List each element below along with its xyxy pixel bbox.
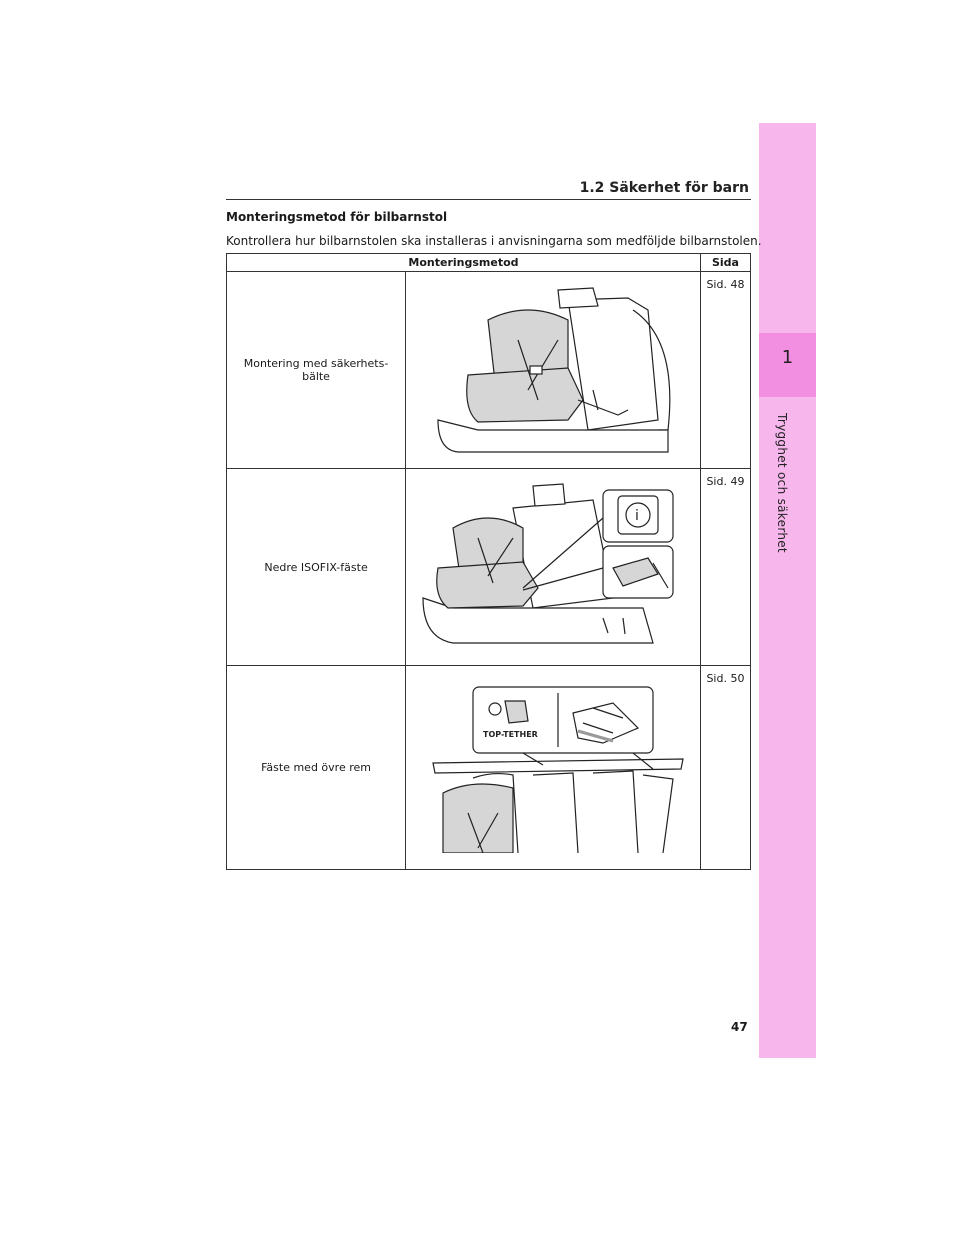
chapter-title: Trygghet och säkerhet (775, 413, 789, 553)
top-tether-child-seat-illustration: TOP-TETHER (405, 665, 701, 870)
method-label: Nedre ISOFIX-fäste (225, 468, 407, 666)
svg-text:i: i (635, 508, 639, 524)
section-header: 1.2 Säkerhet för barn (579, 180, 749, 196)
chapter-number-box (759, 333, 816, 397)
page-reference: Sid. 49 (699, 468, 752, 666)
header-divider (226, 199, 751, 200)
section-heading: Monteringsmetod för bilbarnstol (226, 210, 448, 224)
table-row: Fäste med övre rem TOP-TETHER (225, 665, 752, 870)
top-tether-badge: TOP-TETHER (483, 730, 538, 739)
column-header-method: Monteringsmetod (226, 253, 701, 272)
page-number: 47 (731, 1020, 748, 1034)
table-row: Nedre ISOFIX-fäste i (225, 468, 752, 666)
seatbelt-child-seat-illustration (405, 271, 701, 469)
chapter-number: 1 (781, 347, 794, 368)
column-header-page: Sida (699, 253, 752, 272)
page-reference: Sid. 50 (699, 665, 752, 870)
chapter-side-tab: 1 Trygghet och säkerhet (759, 123, 816, 1058)
intro-text: Kontrollera hur bilbarnstolen ska instal… (226, 234, 762, 248)
page-reference: Sid. 48 (699, 271, 752, 469)
mounting-method-table: Monteringsmetod Sida Montering med säker… (225, 253, 752, 870)
isofix-child-seat-illustration: i (405, 468, 701, 666)
method-label: Fäste med övre rem (225, 665, 407, 870)
table-row: Montering med säkerhets-bälte Sid. 48 (225, 271, 752, 469)
method-label: Montering med säkerhets-bälte (225, 271, 407, 469)
